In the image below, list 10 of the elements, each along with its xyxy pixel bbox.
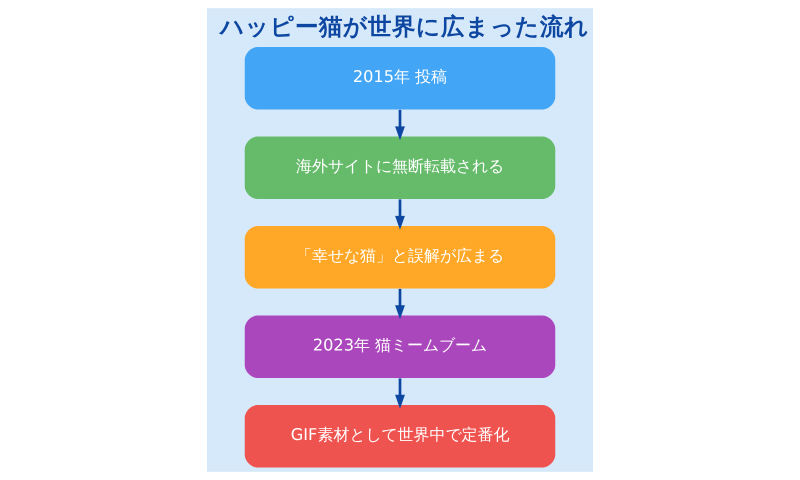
arrow (395, 199, 405, 230)
node-box: 2023年 猫ミームブーム (244, 315, 556, 378)
node-box: 海外サイトに無断転載される (244, 136, 556, 200)
node-box: 2015年 投稿 (244, 47, 556, 110)
node-box: 「幸せな猫」と誤解が広まる (244, 226, 556, 289)
node-box: GIF素材として世界中で定番化 (244, 404, 556, 468)
arrow (395, 378, 405, 409)
arrow (395, 288, 405, 320)
arrow (395, 110, 405, 140)
diagram-title: ハッピー猫が世界に広まった流れ (220, 12, 589, 41)
